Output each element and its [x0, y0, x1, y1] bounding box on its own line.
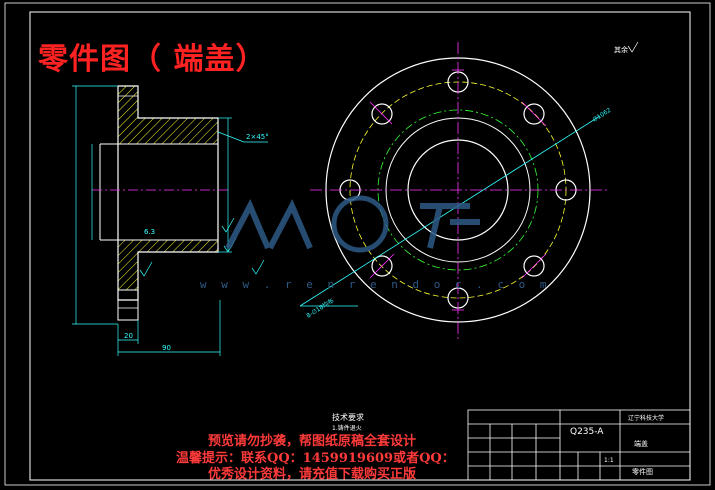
bolt-hole — [371, 103, 393, 125]
diameter-callout: ∅1062 — [591, 107, 612, 124]
bottom-hole — [117, 299, 139, 321]
notice-line-1: 预览请勿抄袭，帮图纸原稿全套设计 — [208, 434, 417, 449]
front-view: 8-∅18均布 ∅1062 其余 — [299, 41, 639, 340]
title-block — [467, 409, 691, 481]
other-surface-mark: 其余 — [614, 45, 628, 54]
bore-circle — [407, 139, 509, 241]
watermark-url: w w w . r e n r e n d o c . c o m — [200, 278, 551, 291]
diameter-leader — [299, 115, 601, 307]
dim-chamfer: 2×45° — [246, 133, 269, 141]
tb-school: 辽宁科技大学 — [628, 414, 664, 422]
tb-material: Q235-A — [570, 427, 604, 437]
hatch-top-flange — [117, 85, 219, 145]
dim-bottom-small: 20 — [124, 332, 133, 340]
dim-bottom-large: 90 — [162, 344, 171, 352]
tech-req-item: 1.铸件退火 — [332, 424, 362, 432]
notice-line-2: 温馨提示：联系QQ：1459919609或者QQ： — [176, 451, 455, 466]
page-title: 零件图（ 端盖） — [38, 42, 267, 77]
watermark-logo — [225, 195, 480, 253]
outer-frame — [4, 2, 711, 486]
inner-frame — [29, 11, 691, 481]
bolt-hole — [523, 255, 545, 277]
tb-scale: 1:1 — [604, 457, 614, 464]
tb-drawing-name: 端盖 — [634, 439, 648, 448]
bolt-hole — [523, 103, 545, 125]
section-view: 2×45° 20 90 6.3 — [72, 85, 269, 356]
tech-req-title: 技术要求 — [332, 412, 364, 422]
surface-finish-mark: 6.3 — [144, 228, 155, 236]
notice-line-3: 优秀设计资料，请充值下载购买正版 — [208, 467, 417, 482]
bolt-hole — [371, 255, 393, 277]
tb-sheet: 零件图 — [632, 467, 653, 476]
